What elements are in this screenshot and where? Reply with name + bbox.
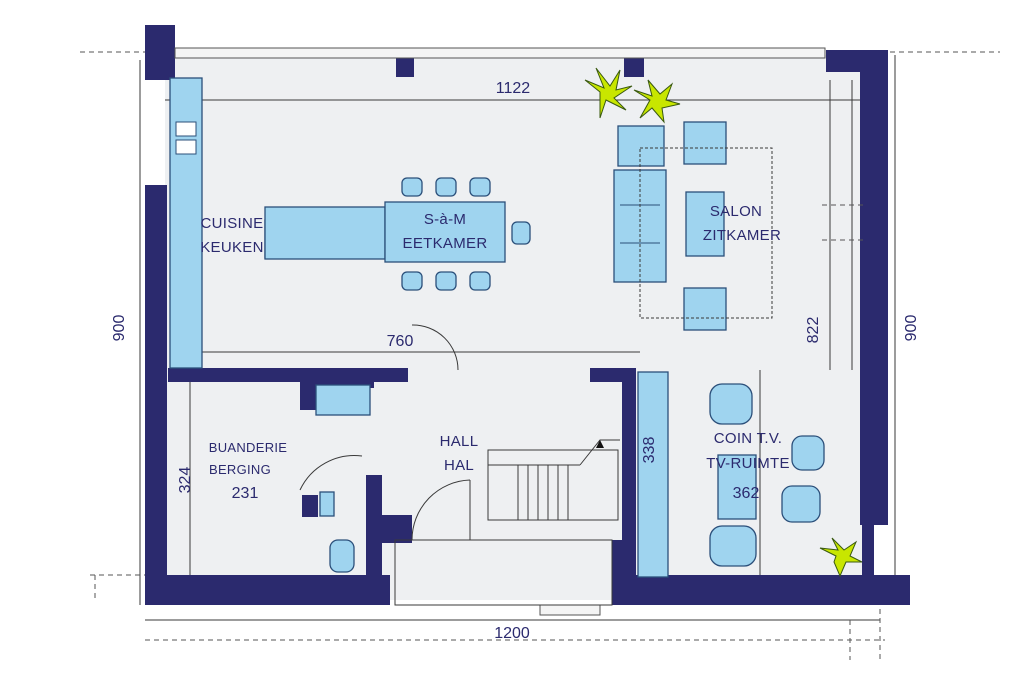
hall-label-fr: HALL [440,433,479,450]
walls [145,25,910,616]
dim-top-width: 1122 [496,80,531,97]
doors [394,324,613,606]
living-label-nl: ZITKAMER [703,227,781,244]
window-top [174,47,826,59]
dining-label-fr: S-à-M [424,211,466,228]
dim-tv-depth: 338 [641,437,658,464]
dining-table [384,201,506,263]
hall-label-nl: HAL [444,457,474,474]
kitchen-island [264,206,386,260]
dim-tv-width: 362 [733,485,760,502]
dim-left-height: 900 [111,315,128,342]
dining-chairs [401,177,531,291]
tv-label-nl: TV-RUIMTE [706,455,790,472]
dim-ground-width: 760 [387,333,414,350]
staircase [487,439,620,521]
stair-arrow-icon [596,440,604,448]
tv-label-fr: COIN T.V. [714,430,783,447]
dim-utility-width: 231 [232,485,259,502]
dim-utility-depth: 324 [177,467,194,494]
dim-bottom-width: 1200 [494,625,530,642]
window-entrance [539,604,601,616]
dim-right-height: 900 [903,315,920,342]
dining-label-nl: EETKAMER [403,235,488,252]
living-furniture [613,121,773,331]
right-window [822,80,865,370]
utility-label-fr: BUANDERIE [209,440,288,455]
living-label-fr: SALON [710,203,762,220]
kitchen-label-fr: CUISINE [201,215,264,232]
kitchen-label-nl: KEUKEN [200,239,264,256]
dim-living-depth: 822 [805,317,822,344]
utility-fixtures [299,384,371,573]
utility-label-nl: BERGING [209,462,271,477]
tv-furniture [637,371,825,578]
plant-icon [584,67,863,578]
